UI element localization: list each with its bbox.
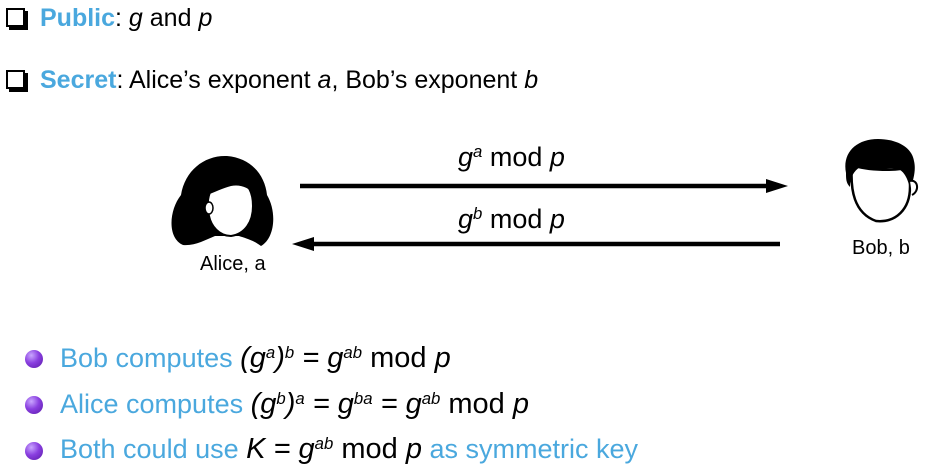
alice-exp4: ab <box>421 388 441 408</box>
public-colon: : <box>115 4 122 32</box>
arrow-bob-to-alice <box>292 237 780 251</box>
bullet-bob-computes: Bob computes (ga)b = gab mod p <box>60 342 451 374</box>
alice-label: Alice, a <box>200 253 266 275</box>
secret-b: b <box>524 66 539 94</box>
alice-computes-label: Alice computes <box>60 389 244 419</box>
secret-keyword: Secret <box>40 66 117 94</box>
bob-p: p <box>434 342 451 374</box>
public-keyword: Public <box>40 4 116 32</box>
bob-eq: = g <box>294 342 344 374</box>
bob-mod: mod <box>362 342 435 374</box>
arrow-bottom-exp: b <box>473 203 483 223</box>
public-p: p <box>198 4 213 32</box>
arrow-top-label: ga mod p <box>458 142 565 172</box>
bob-exp2: b <box>284 342 295 362</box>
arrow-top-base: g <box>458 142 474 172</box>
man-silhouette-icon <box>845 139 918 223</box>
alice-close: ) <box>285 388 296 420</box>
alice-eq2: = g <box>372 388 422 420</box>
secret-line: Secret: Alice’s exponent a, Bob’s expone… <box>40 65 538 95</box>
bob-exp3: ab <box>343 342 363 362</box>
both-K: K <box>246 433 266 465</box>
arrow-alice-to-bob <box>300 179 788 193</box>
public-line: Public: g and p <box>40 3 212 33</box>
arrow-bottom-label: gb mod p <box>458 204 565 234</box>
both-eq: = g <box>265 433 315 465</box>
arrow-bottom-mod: mod <box>489 204 543 234</box>
arrow-top-exp: a <box>473 141 483 161</box>
arrow-bottom-p: p <box>549 204 565 234</box>
bob-label: Bob, b <box>852 237 910 259</box>
bullet-dot-icon <box>25 350 43 368</box>
both-p: p <box>405 433 422 465</box>
secret-colon: : <box>116 66 124 94</box>
bob-open: (g <box>240 342 266 374</box>
alice-p: p <box>512 388 529 420</box>
arrow-top-p: p <box>549 142 565 172</box>
alice-mod: mod <box>440 388 513 420</box>
checkbox-icon <box>6 8 25 27</box>
alice-exp2: a <box>295 388 305 408</box>
arrow-bottom-base: g <box>458 204 474 234</box>
both-mod: mod <box>333 433 406 465</box>
alice-open: (g <box>250 388 277 420</box>
alice-exp1: b <box>276 388 286 408</box>
checkbox-icon <box>6 70 25 89</box>
secret-text1: Alice’s exponent <box>128 66 311 94</box>
woman-silhouette-icon <box>171 155 274 246</box>
bob-close: ) <box>275 342 285 374</box>
bullet-both-use: Both could use K = gab mod p as symmetri… <box>60 433 638 465</box>
secret-text2: , Bob’s exponent <box>331 66 518 94</box>
bullet-dot-icon <box>25 442 43 460</box>
alice-eq1: = g <box>304 388 354 420</box>
bullet-alice-computes: Alice computes (gb)a = gba = gab mod p <box>60 388 529 420</box>
both-exp: ab <box>314 433 334 453</box>
both-use-label: Both could use <box>60 434 239 464</box>
bob-exp1: a <box>265 342 276 362</box>
bob-computes-label: Bob computes <box>60 343 233 373</box>
both-suffix: as symmetric key <box>429 434 639 464</box>
secret-a: a <box>317 66 332 94</box>
arrow-top-mod: mod <box>489 142 543 172</box>
public-and: and <box>149 4 192 32</box>
alice-exp3: ba <box>353 388 373 408</box>
public-g: g <box>128 4 143 32</box>
bullet-dot-icon <box>25 396 43 414</box>
